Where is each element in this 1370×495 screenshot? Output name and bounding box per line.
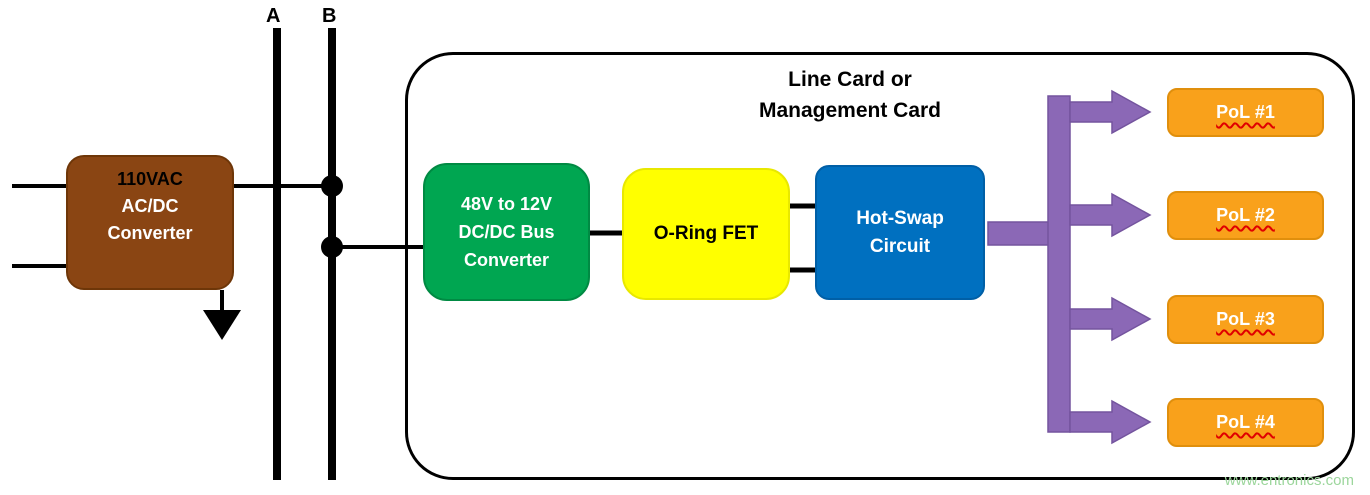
arrow-to-pol4-icon — [1069, 399, 1152, 445]
converter-label-line2: Converter — [107, 223, 193, 243]
pol-box-4: PoL #4 — [1167, 398, 1324, 447]
oring-label: O-Ring FET — [653, 223, 759, 244]
hotswap-label-line1: Hot-Swap — [856, 207, 944, 229]
hotswap-label-line2: Circuit — [869, 235, 931, 257]
pol-label-3: PoL #3 — [1216, 309, 1275, 329]
converter-label-line1: AC/DC — [121, 196, 179, 216]
distribution-bus-bar — [1047, 95, 1071, 433]
arrow-to-pol1-icon — [1069, 89, 1152, 135]
dcdc-label-line2: DC/DC Bus — [458, 222, 555, 242]
hotswap-circuit-box: Hot-Swap Circuit — [815, 165, 985, 300]
dcdc-label-line1: 48V to 12V — [460, 194, 553, 214]
dcdc-bus-converter-box: 48V to 12V DC/DC Bus Converter — [423, 163, 590, 301]
oring-fet-box: O-Ring FET — [622, 168, 790, 300]
watermark-text: www.entronics.com — [1224, 472, 1354, 489]
arrow-to-pol3-icon — [1069, 296, 1152, 342]
bus-b-label: B — [322, 5, 337, 27]
junction-dot-bottom — [321, 236, 343, 258]
pol-box-2: PoL #2 — [1167, 191, 1324, 240]
pol-box-1: PoL #1 — [1167, 88, 1324, 137]
converter-voltage-label: 110VAC — [117, 169, 183, 189]
hotswap-to-bus-feed-bar — [987, 221, 1051, 246]
acdc-converter-box: 110VAC AC/DC Converter — [66, 155, 234, 290]
bus-a-label: A — [266, 5, 281, 27]
card-title-line1: Line Card or — [788, 68, 912, 91]
card-title-line2: Management Card — [758, 99, 942, 122]
pol-label-2: PoL #2 — [1216, 205, 1275, 225]
junction-dot-top — [321, 175, 343, 197]
dcdc-label-line3: Converter — [463, 250, 550, 270]
pol-box-3: PoL #3 — [1167, 295, 1324, 344]
pol-label-1: PoL #1 — [1216, 102, 1275, 122]
arrow-to-pol2-icon — [1069, 192, 1152, 238]
card-title: Line Card or Management Card — [640, 64, 1060, 126]
pol-label-4: PoL #4 — [1216, 412, 1275, 432]
ground-icon — [203, 310, 241, 340]
